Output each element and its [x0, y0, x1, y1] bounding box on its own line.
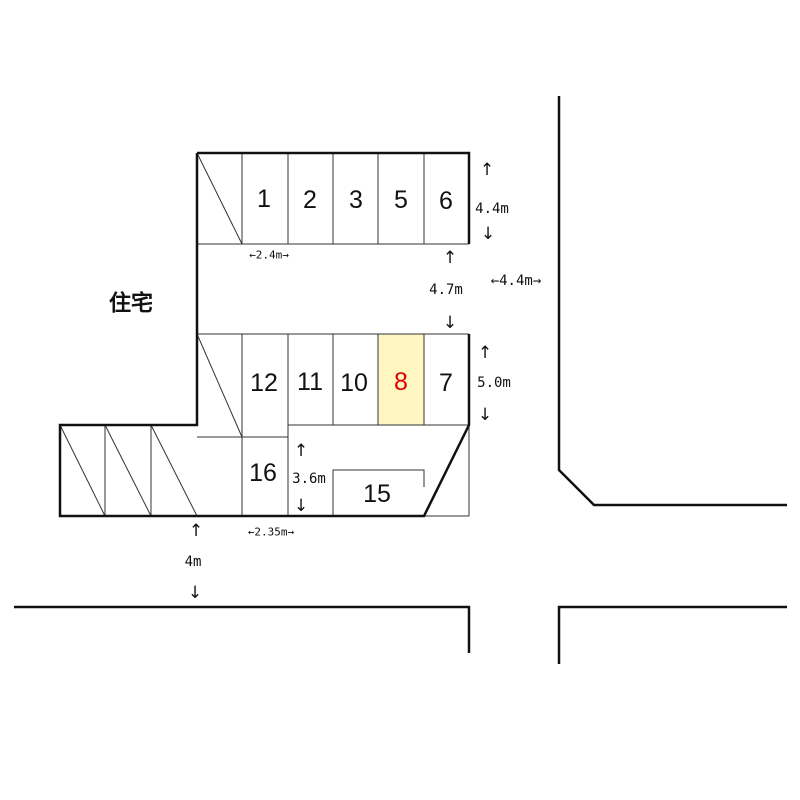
- down-arrow-aisle: ↓: [443, 313, 457, 333]
- space-label-2: 2: [303, 186, 317, 214]
- front-road-left-edge: [14, 605, 471, 653]
- space-label-11: 11: [297, 368, 323, 396]
- dim-space-16-width: ←2.35m→: [248, 526, 295, 539]
- dim-middle-row-depth: 5.0m: [477, 375, 511, 391]
- up-arrow-top-row: ↑: [480, 160, 494, 180]
- space-label-12: 12: [250, 369, 278, 397]
- down-arrow-middle-row: ↓: [478, 405, 492, 425]
- side-road-left-edge: [557, 96, 787, 507]
- dim-top-row-depth: 4.4m: [475, 201, 509, 217]
- up-arrow-aisle: ↑: [443, 248, 457, 268]
- middle-row-dividers: [196, 333, 470, 517]
- dim-space-16-depth: 3.6m: [292, 471, 326, 487]
- dim-front-road-width: 4m: [185, 554, 202, 570]
- front-road-right-edge: [557, 605, 787, 664]
- space-15-box: [332, 469, 425, 516]
- space-label-5: 5: [394, 186, 408, 214]
- bottom-left-stalls: [59, 424, 198, 517]
- dim-space-width: ←2.4m→: [249, 249, 289, 262]
- dim-aisle-width: 4.7m: [429, 282, 463, 298]
- space-label-7: 7: [439, 369, 453, 397]
- up-arrow-middle-row: ↑: [478, 343, 492, 363]
- down-arrow-top-row: ↓: [481, 224, 495, 244]
- up-arrow-front-road: ↑: [189, 521, 203, 541]
- space-label-1: 1: [257, 185, 271, 213]
- up-arrow-space-16: ↑: [294, 441, 308, 461]
- space-label-3: 3: [349, 186, 363, 214]
- top-row-dividers: [196, 152, 469, 245]
- space-label-15: 15: [363, 480, 391, 508]
- lot-outline: [58, 151, 471, 518]
- house-label: 住宅: [109, 291, 153, 317]
- space-8-highlight: [378, 334, 424, 425]
- dim-side-road-width: ←4.4m→: [491, 273, 542, 289]
- space-label-10: 10: [340, 369, 368, 397]
- space-label-8: 8: [394, 368, 408, 396]
- down-arrow-space-16: ↓: [294, 496, 308, 516]
- down-arrow-front-road: ↓: [188, 583, 202, 603]
- space-label-16: 16: [249, 459, 277, 487]
- space-label-6: 6: [439, 187, 453, 215]
